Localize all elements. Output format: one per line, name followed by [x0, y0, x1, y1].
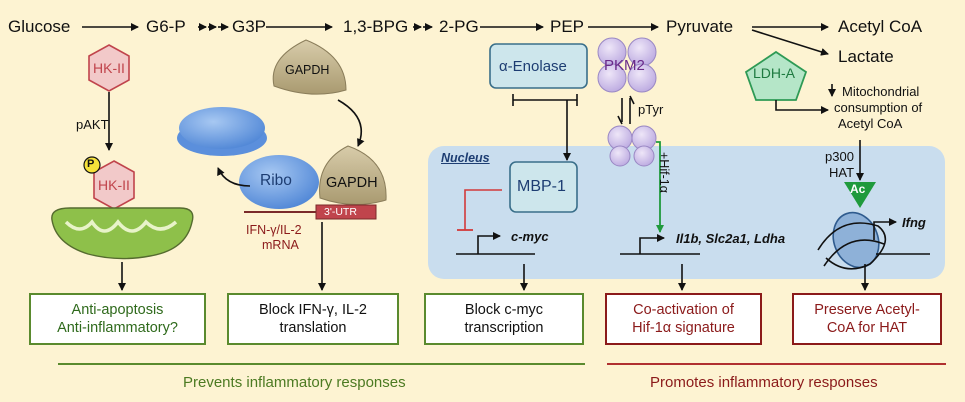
- mitochondrion-shape: [51, 207, 194, 260]
- hk2-top-label: HK-II: [93, 60, 125, 76]
- ribo-small-subunit: [239, 155, 319, 209]
- enolase-inhibition-bracket: [512, 94, 578, 161]
- hk2-top-hexagon: [88, 44, 130, 92]
- hif-genes-label: Il1b, Slc2a1, Ldha: [676, 231, 786, 246]
- glycolysis-arrows: [82, 23, 829, 56]
- pkm2-tetramer: [597, 37, 657, 93]
- outcome-box-enolase: Block c-myc transcription: [424, 293, 584, 345]
- promotes-label: Promotes inflammatory responses: [650, 374, 878, 391]
- metabolite-glucose: Glucose: [8, 17, 71, 36]
- hif-gene: [620, 234, 700, 255]
- mbp1-label: MBP-1: [517, 178, 566, 195]
- gapdh-bottom-blob: [319, 145, 387, 206]
- nucleosome: [817, 211, 930, 270]
- outcome-box-pkm2: Co-activation of Hif-1α signature: [605, 293, 762, 345]
- acetyl-tag-label: Ac: [850, 182, 866, 196]
- metabolite-bpg: 1,3-BPG: [343, 17, 409, 36]
- metabolite-acetyl-coa: Acetyl CoA: [838, 17, 923, 36]
- mbp1-inhibition: [464, 189, 502, 230]
- hk2-bottom-label: HK-II: [98, 177, 130, 193]
- ptyr-label: pTyr: [638, 102, 664, 117]
- mito-label-line2: consumption of: [834, 100, 923, 115]
- p300-label-line1: p300: [825, 149, 854, 164]
- pkm2-label: PKM2: [604, 57, 645, 74]
- outcome-box-gapdh: Block IFN-γ, IL-2 translation: [227, 293, 399, 345]
- cmyc-gene: [456, 232, 535, 255]
- metabolite-pep: PEP: [550, 17, 585, 36]
- mito-label-line3: Acetyl CoA: [838, 116, 903, 131]
- pkm2-equilibrium-arrows: [617, 95, 635, 125]
- enolase-label: α-Enolase: [499, 58, 567, 75]
- metabolite-pyruvate: Pyruvate: [666, 17, 734, 36]
- mrna-label-line1: IFN-γ/IL-2: [246, 223, 302, 237]
- metabolite-lactate: Lactate: [838, 47, 894, 66]
- mito-label-line1: Mitochondrial: [842, 84, 920, 99]
- utr-label: 3'-UTR: [324, 206, 357, 218]
- metabolite-2pg: 2-PG: [439, 17, 479, 36]
- phospho-circle: [83, 156, 101, 174]
- nucleus-label: Nucleus: [441, 151, 490, 165]
- metabolite-g6p: G6-P: [146, 17, 186, 36]
- mbp1-box: [509, 161, 578, 213]
- utr-box: [315, 204, 377, 220]
- pakt-label: pAKT: [76, 117, 109, 132]
- cmyc-gene-label: c-myc: [511, 229, 549, 244]
- outcome-box-hk2: Anti-apoptosis Anti-inflammatory?: [29, 293, 206, 345]
- enolase-box: [489, 43, 588, 89]
- mrna-label-line2: mRNA: [262, 238, 299, 252]
- ifng-label: Ifng: [902, 215, 926, 230]
- ribosome-large-subunit: [177, 107, 267, 156]
- pkm2-dimer: [607, 125, 657, 167]
- p300-label-line2: HAT: [829, 165, 855, 180]
- hif-label: +Hif-1α: [657, 152, 671, 193]
- outcome-box-ldha: Preserve Acetyl- CoA for HAT: [792, 293, 942, 345]
- gapdh-top-blob: [272, 39, 347, 95]
- ldha-label: LDH-A: [753, 65, 796, 81]
- gapdh-bottom-label: GAPDH: [326, 175, 378, 191]
- metabolite-g3p: G3P: [232, 17, 267, 36]
- prevents-label: Prevents inflammatory responses: [183, 374, 406, 391]
- ribo-label: Ribo: [260, 172, 292, 189]
- hif-green-arrow: [656, 141, 664, 233]
- gapdh-top-label: GAPDH: [285, 63, 330, 77]
- hat-triangle: [844, 182, 876, 208]
- phospho-label: P: [87, 158, 95, 170]
